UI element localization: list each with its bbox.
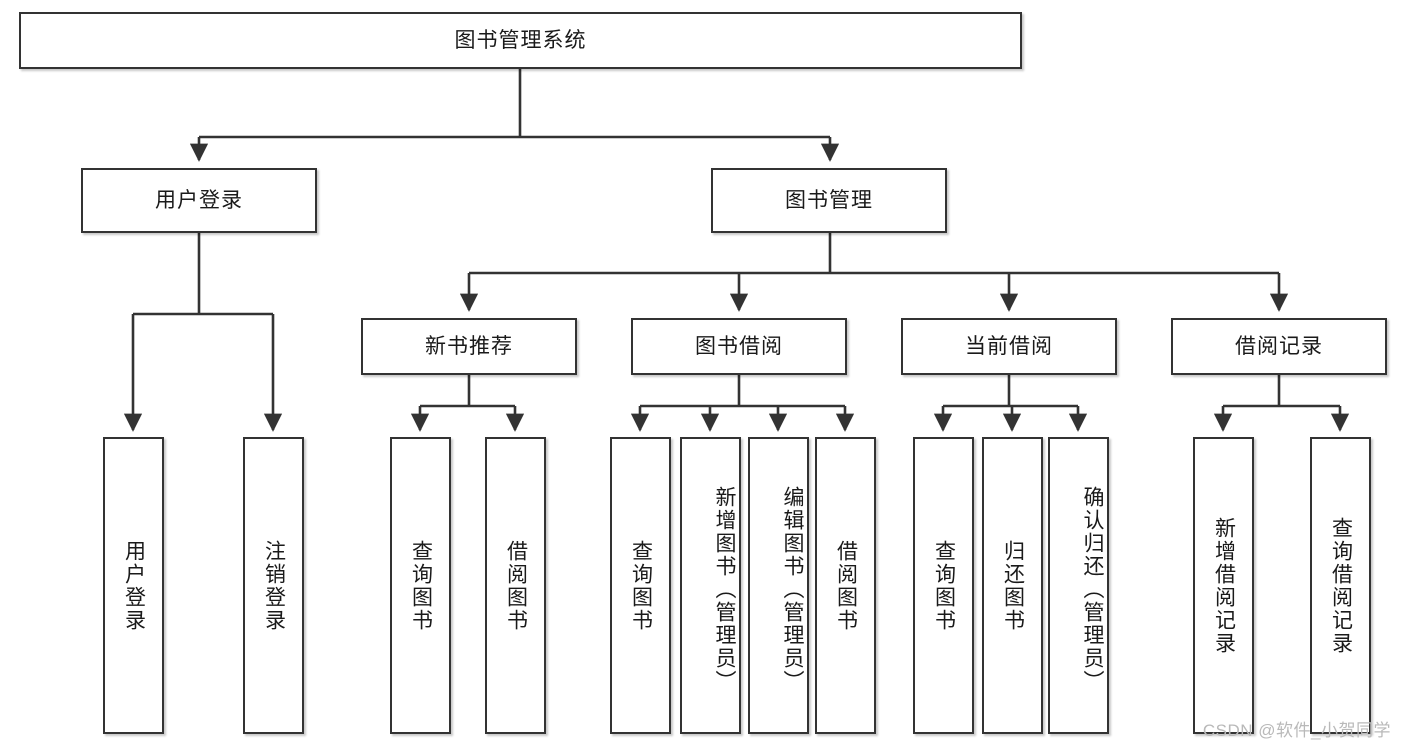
node-current-borrow[interactable]: 当前借阅 [901,318,1117,375]
node-leaf-logout-login[interactable]: 注销登录 [243,437,304,734]
node-book-management-label: 图书管理 [785,188,873,212]
node-leaf-add-record-label: 新增借阅记录 [1212,516,1236,655]
node-leaf-edit-book-label: 编辑图书（管理员） [781,486,804,693]
node-book-borrow-label: 图书借阅 [695,334,783,358]
node-leaf-borrow-book-1-label: 借阅图书 [504,539,528,632]
node-root-label: 图书管理系统 [454,28,587,52]
node-leaf-return-book-label: 归还图书 [1001,539,1025,632]
node-user-login-label: 用户登录 [155,188,243,212]
node-new-book-recommend-label: 新书推荐 [425,334,513,358]
node-leaf-query-record[interactable]: 查询借阅记录 [1310,437,1371,734]
node-current-borrow-label: 当前借阅 [965,334,1053,358]
node-leaf-query-book-1[interactable]: 查询图书 [390,437,451,734]
node-leaf-query-book-2[interactable]: 查询图书 [610,437,671,734]
node-borrow-record[interactable]: 借阅记录 [1171,318,1387,375]
node-leaf-borrow-book-2[interactable]: 借阅图书 [815,437,876,734]
node-leaf-query-record-label: 查询借阅记录 [1329,516,1353,655]
node-borrow-record-label: 借阅记录 [1235,334,1323,358]
node-leaf-user-login[interactable]: 用户登录 [103,437,164,734]
node-leaf-query-book-3[interactable]: 查询图书 [913,437,974,734]
node-user-login[interactable]: 用户登录 [81,168,317,233]
node-leaf-add-book-label: 新增图书（管理员） [713,486,736,693]
node-leaf-add-record[interactable]: 新增借阅记录 [1193,437,1254,734]
node-book-borrow[interactable]: 图书借阅 [631,318,847,375]
node-leaf-logout-login-label: 注销登录 [262,539,286,632]
node-book-management[interactable]: 图书管理 [711,168,947,233]
node-leaf-edit-book[interactable]: 编辑图书（管理员） [748,437,809,734]
node-leaf-query-book-1-label: 查询图书 [409,539,433,632]
node-leaf-return-book[interactable]: 归还图书 [982,437,1043,734]
node-leaf-borrow-book-2-label: 借阅图书 [834,539,858,632]
node-leaf-borrow-book-1[interactable]: 借阅图书 [485,437,546,734]
node-leaf-add-book[interactable]: 新增图书（管理员） [680,437,741,734]
node-leaf-user-login-label: 用户登录 [122,539,146,632]
node-leaf-confirm-return-label: 确认归还（管理员） [1081,486,1104,693]
node-leaf-query-book-3-label: 查询图书 [932,539,956,632]
node-root[interactable]: 图书管理系统 [19,12,1022,69]
node-leaf-query-book-2-label: 查询图书 [629,539,653,632]
node-leaf-confirm-return[interactable]: 确认归还（管理员） [1048,437,1109,734]
node-new-book-recommend[interactable]: 新书推荐 [361,318,577,375]
